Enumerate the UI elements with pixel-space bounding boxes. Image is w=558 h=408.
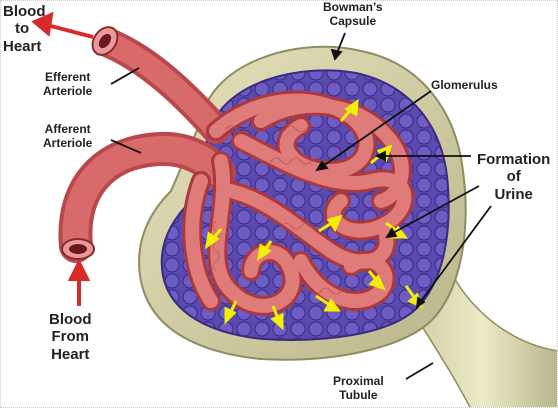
- label-line: Efferent: [45, 70, 91, 84]
- label-line: Blood: [49, 311, 92, 328]
- glomerulus-label: Glomerulus: [431, 78, 498, 92]
- bowmans-capsule-label: Bowman’s Capsule: [323, 1, 383, 29]
- filtrate-arrow: [315, 294, 342, 312]
- blood-from-heart-label: Blood From Heart: [49, 311, 92, 363]
- label-line: Heart: [51, 345, 90, 363]
- formation-of-urine-label: Formation of Urine: [477, 151, 550, 203]
- glomerulus-capillaries: [182, 90, 415, 316]
- efferent-arteriole-label: Efferent Arteriole: [43, 70, 93, 99]
- blood-to-heart-arrow: [31, 11, 94, 39]
- filtrate-arrow: [367, 270, 386, 291]
- label-line: Afferent: [44, 122, 91, 136]
- proximal-tubule: [404, 280, 557, 407]
- filtrate-arrow: [270, 305, 284, 331]
- label-line: Heart: [3, 37, 42, 55]
- filtrate-arrow: [339, 98, 359, 122]
- label-line: From: [51, 328, 90, 346]
- label-line: Tubule: [339, 387, 378, 402]
- label-line: Formation: [477, 151, 551, 168]
- label-line: Arteriole: [43, 135, 93, 150]
- label-line: of: [506, 168, 521, 186]
- label-line: Urine: [494, 185, 533, 203]
- blood-from-heart-arrow: [67, 258, 91, 306]
- leader-lines: [110, 32, 492, 380]
- blood-flow-arrows: [31, 11, 94, 306]
- label-line: Arteriole: [43, 83, 93, 98]
- filtrate-arrow: [224, 300, 238, 325]
- label-line: Blood: [3, 3, 46, 20]
- filtrate-arrow: [318, 214, 343, 233]
- label-line: Capsule: [329, 13, 377, 28]
- label-line: Proximal: [333, 374, 384, 388]
- label-line: to: [15, 20, 30, 38]
- proximal-tubule-label: Proximal Tubule: [333, 374, 384, 403]
- filtrate-arrow: [256, 240, 273, 262]
- filtrate-arrow: [204, 228, 223, 250]
- label-line: Bowman’s: [323, 0, 383, 14]
- blood-to-heart-label: Blood to Heart: [3, 3, 46, 55]
- afferent-arteriole-label: Afferent Arteriole: [43, 122, 93, 151]
- efferent-arteriole: [98, 32, 227, 140]
